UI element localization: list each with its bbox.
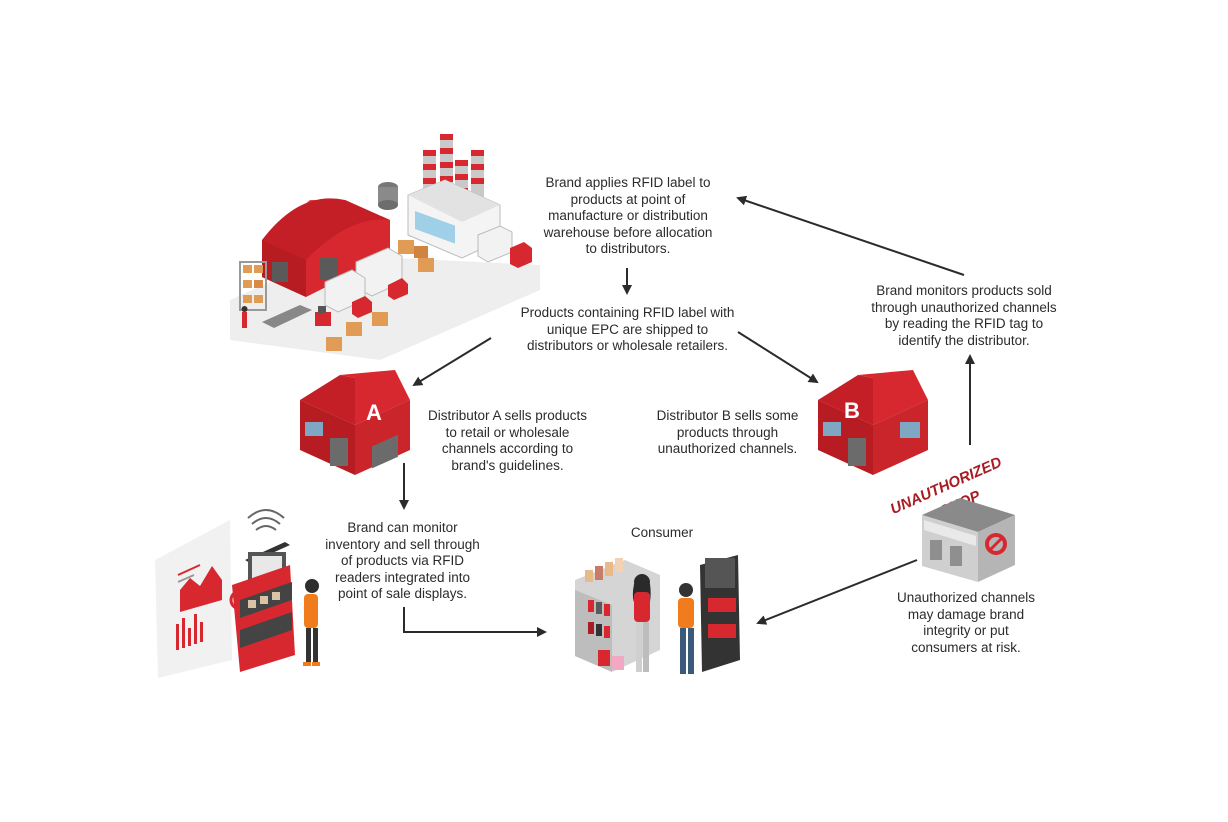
arrow-shipping-to-distributor-a <box>412 337 492 387</box>
manufacture-label: Brand applies RFID label to products at … <box>543 175 713 257</box>
arrow-monitor-to-manufacture <box>736 195 965 276</box>
arrow-shop-to-consumer <box>756 559 918 625</box>
distributor-b-building: B <box>818 370 928 475</box>
risk-label: Unauthorized channels may damage brand i… <box>896 590 1036 655</box>
arrow-pos-to-consumer <box>403 607 547 637</box>
factory-warehouse-illustration <box>230 134 540 360</box>
unauthorized-shop-building: UNAUTHORIZED SHOP <box>888 454 1015 582</box>
distributor-a-letter: A <box>366 400 382 425</box>
distributor-b-letter: B <box>844 398 860 423</box>
distributor-b-label: Distributor B sells some products throug… <box>656 408 799 457</box>
flow-arrows <box>399 195 975 637</box>
consumer-store-illustration <box>575 555 740 674</box>
pos-display-illustration <box>155 509 320 678</box>
monitor-sold-label: Brand monitors products sold through una… <box>871 283 1057 348</box>
distributor-a-building: A <box>300 370 410 475</box>
distributor-a-label: Distributor A sells products to retail o… <box>427 408 588 473</box>
pos-label: Brand can monitor inventory and sell thr… <box>325 520 480 602</box>
arrow-shipping-to-distributor-b <box>737 331 819 384</box>
consumer-label: Consumer <box>630 525 694 540</box>
shipping-label: Products containing RFID label with uniq… <box>520 305 735 354</box>
